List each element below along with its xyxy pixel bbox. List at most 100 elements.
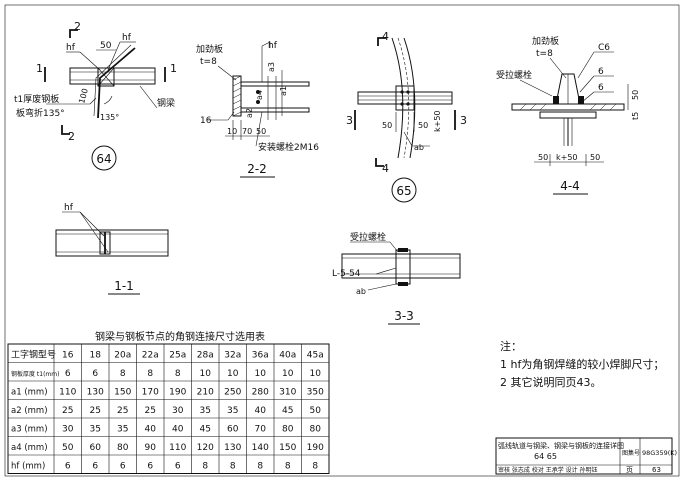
table-frame (7, 343, 330, 474)
table-cell: 10 (310, 369, 322, 379)
dim-a3: a3 (267, 62, 276, 72)
note-1: 1 hf为角钢焊缝的较小焊脚尺寸； (500, 357, 664, 371)
section-mark-right: 1 (170, 62, 177, 75)
table-cell: 50 (310, 406, 322, 416)
table-cell: 35 (90, 425, 101, 435)
dim-70: 70 (242, 127, 252, 136)
atlas-label: 图集号 (622, 449, 640, 457)
table-cell: 35 (200, 406, 211, 416)
title-3-3: 3-3 (394, 309, 414, 323)
table-cell: 35 (117, 425, 128, 435)
table-cell: 45 (200, 425, 211, 435)
title-block: 弧线轨道与钢梁、钢梁与钢板的连接详图 64 65 图集号 98G359(K) 审… (495, 437, 677, 475)
table-cell: 80 (117, 443, 129, 453)
table-cell: 10 (282, 369, 294, 379)
angle-label: 135° (100, 113, 119, 122)
dim-50b-65: 50 (418, 121, 428, 130)
section-mark-bottom-65: 4 (382, 162, 389, 175)
table-cell: 6 (175, 462, 181, 472)
dim-a4: a4 (255, 90, 264, 100)
table-header-cell: 16 (62, 351, 74, 361)
table-cell: 10 (255, 369, 267, 379)
detail-64: 2 2 1 1 50 hf hf 100 135° t1厚废钢板 板弯折135° (14, 20, 177, 171)
table-row-label: hf (mm) (11, 462, 45, 472)
table-cell: 10 (227, 369, 239, 379)
dim-k-65: k+50 (433, 110, 442, 132)
label-beam: 钢梁 (157, 97, 175, 109)
dim-ab-33: ab (356, 287, 366, 296)
table-header-cell: 36a (252, 351, 269, 361)
table-cell: 130 (87, 388, 104, 398)
label-stiffener-44: 加劲板 (532, 35, 559, 47)
label-plate: t1厚废钢板 (14, 93, 59, 105)
detail-65: 4 4 3 3 50 50 k+50 ab 65 (346, 30, 467, 203)
detail-number-64: 64 (96, 152, 111, 166)
table-header-cell: 25a (169, 351, 186, 361)
table-cell: 60 (90, 443, 102, 453)
label-angle-33: L-5-54 (332, 269, 361, 279)
table-cell: 6 (120, 462, 126, 472)
table-cell: 8 (147, 369, 153, 379)
detail-3-3: 受拉螺栓 L-5-54 ab 3-3 (332, 231, 461, 325)
table-row-label: a3 (mm) (11, 425, 48, 435)
table-cell: 170 (142, 388, 159, 398)
table-cell: 50 (62, 443, 74, 453)
table-cell: 280 (252, 388, 269, 398)
title-block-detail-nums: 64 65 (534, 452, 557, 461)
table-cell: 6 (65, 462, 71, 472)
table-cell: 8 (312, 462, 318, 472)
label-bend: 板弯折135° (16, 107, 65, 119)
hf-11: hf (64, 203, 74, 213)
dim-100: 100 (77, 87, 90, 104)
sheet-border (4, 4, 680, 477)
table-cell: 6 (147, 462, 153, 472)
section-mark-left-65: 3 (346, 114, 353, 127)
table-header-cell: 32a (224, 351, 241, 361)
dim-ab-65: ab (414, 143, 424, 152)
table-cell: 140 (252, 443, 269, 453)
dim-10: 10 (227, 127, 237, 136)
table-cell: 110 (169, 443, 186, 453)
table-cell: 25 (90, 406, 101, 416)
notes: 注： 1 hf为角钢焊缝的较小焊脚尺寸； 2 其它说明同页43。 (500, 339, 664, 389)
weld-16: 16 (200, 116, 212, 126)
table-cell: 8 (257, 462, 263, 472)
table-cell: 6 (92, 369, 98, 379)
weld-c6: C6 (598, 43, 610, 53)
table-cell: 25 (62, 406, 73, 416)
dim-50: 50 (100, 41, 112, 51)
table-cell: 90 (145, 443, 157, 453)
table-cell: 60 (227, 425, 239, 435)
table-cell: 35 (227, 406, 238, 416)
table-cell: 190 (307, 443, 324, 453)
table-cell: 8 (175, 369, 181, 379)
detail-number-65: 65 (396, 184, 411, 198)
table-cell: 30 (172, 406, 184, 416)
detail-1-1: hf 1-1 (55, 203, 169, 295)
section-mark-top: 2 (74, 20, 81, 33)
title-2-2: 2-2 (247, 162, 267, 176)
table-cell: 110 (59, 388, 76, 398)
table-cell: 80 (310, 425, 322, 435)
table-cell: 150 (279, 443, 296, 453)
table-header-cell: 20a (114, 351, 131, 361)
table-cell: 80 (282, 425, 294, 435)
weld-6b: 6 (598, 83, 604, 93)
detail-2-2: 加劲板 t=8 hf a3 a1 a4 a2 16 10 70 50 (196, 41, 319, 178)
weld-6a: 6 (598, 67, 604, 77)
section-mark-left: 1 (36, 62, 43, 75)
table-cell: 150 (114, 388, 131, 398)
page-no: 63 (652, 466, 661, 474)
table-cell: 45 (282, 406, 293, 416)
table-header-cell: 22a (142, 351, 159, 361)
page-label: 页 (626, 466, 633, 474)
table-cell: 8 (202, 462, 208, 472)
title-1-1: 1-1 (114, 279, 134, 293)
table-cell: 70 (255, 425, 267, 435)
label-t: t=8 (200, 57, 217, 67)
detail-4-4: 加劲板 t=8 受拉螺栓 C6 6 6 50 t5 50 (496, 35, 640, 195)
table-cell: 40 (255, 406, 267, 416)
table-row-label: a4 (mm) (11, 443, 48, 453)
table-cell: 6 (65, 369, 71, 379)
